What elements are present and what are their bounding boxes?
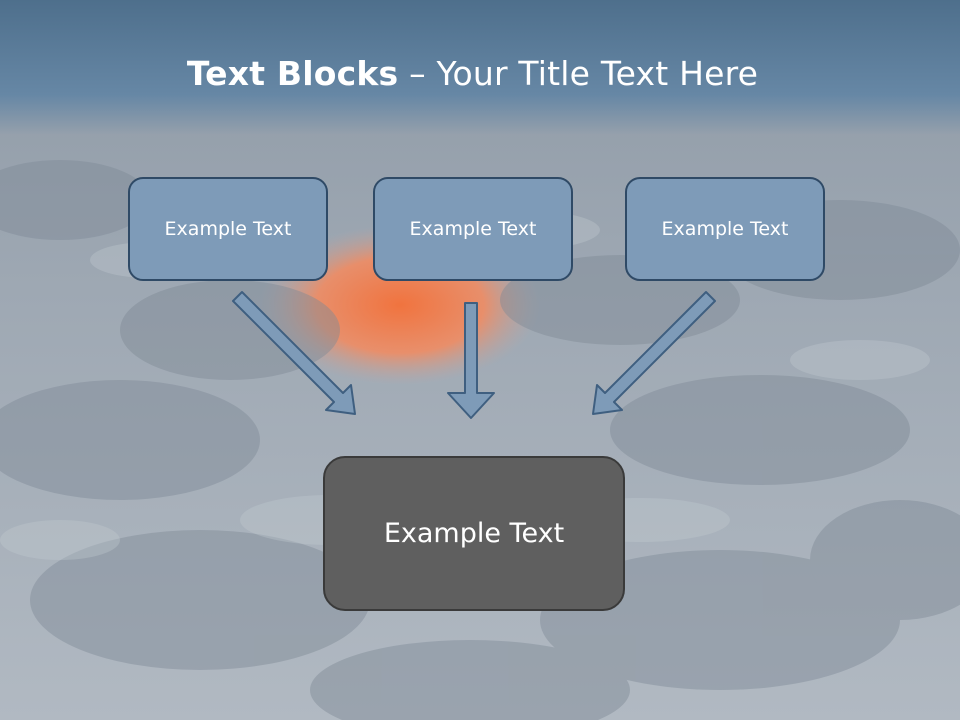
title-bold: Text Blocks — [186, 54, 399, 93]
title-rest: Your Title Text Here — [436, 54, 759, 93]
slide-title: Text Blocks – Your Title Text Here — [0, 54, 945, 93]
arrow-right-icon — [592, 291, 716, 415]
text-block-2-label: Example Text — [409, 218, 537, 240]
text-block-1-label: Example Text — [164, 218, 292, 240]
result-block-label: Example Text — [383, 518, 565, 549]
arrow-center-icon — [447, 302, 495, 419]
text-block-3[interactable]: Example Text — [625, 177, 825, 281]
result-block[interactable]: Example Text — [323, 456, 625, 611]
text-block-3-label: Example Text — [661, 218, 789, 240]
arrow-left-icon — [232, 291, 356, 415]
text-block-2[interactable]: Example Text — [373, 177, 573, 281]
text-block-1[interactable]: Example Text — [128, 177, 328, 281]
title-dash: – — [398, 54, 437, 93]
title-band — [0, 0, 960, 135]
